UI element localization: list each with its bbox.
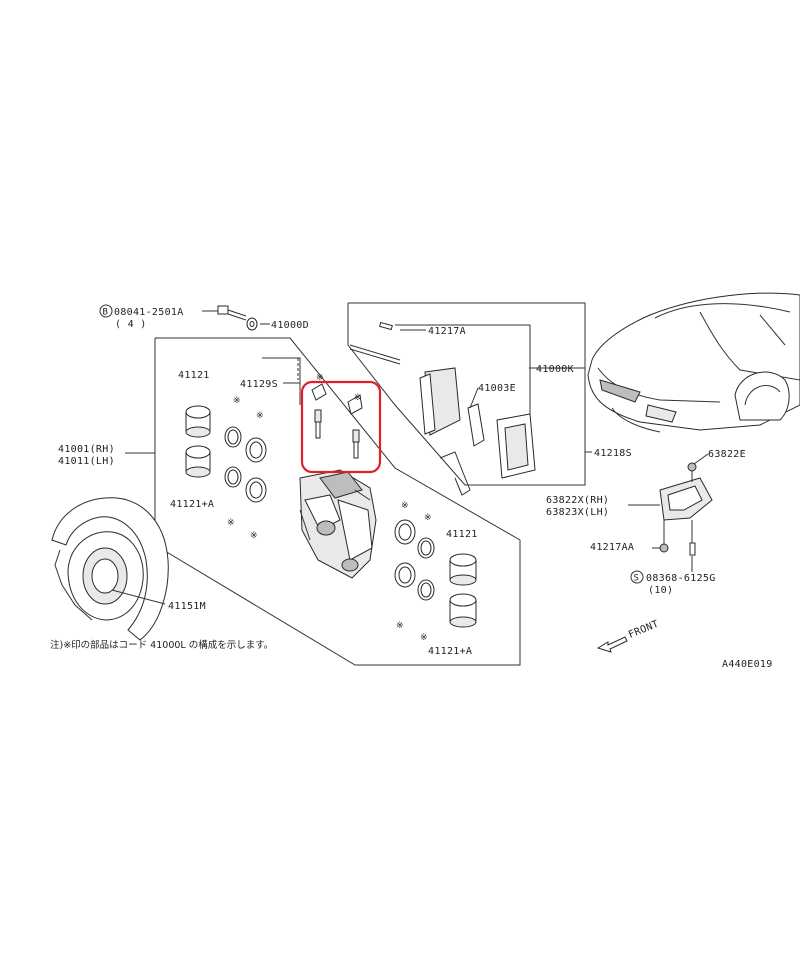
piston-right-bottom: [449, 593, 477, 628]
brake-pad-outer: [419, 367, 461, 436]
label-bolt-qty: ( 4 ): [115, 319, 147, 330]
label-seal-kit-lh: 41011(LH): [58, 456, 115, 467]
label-sensor-cap: 63822E: [708, 449, 746, 460]
label-screw: 08368-6125G: [646, 573, 716, 584]
svg-text:※: ※: [396, 621, 404, 631]
svg-text:B: B: [103, 308, 109, 318]
label-pin: 41217A: [428, 326, 466, 337]
label-kit-s: 41218S: [594, 448, 632, 459]
label-clip: 41217AA: [590, 542, 634, 553]
wear-sensor: [659, 462, 713, 556]
piston-left-top: [185, 405, 211, 438]
label-shim: 41003E: [478, 383, 516, 394]
seal-rings-left: [224, 426, 267, 503]
svg-text:※: ※: [354, 393, 362, 403]
leader-lines: [125, 310, 709, 572]
label-sensor-lh: 63823X(LH): [546, 507, 609, 518]
pad-pin: [349, 321, 401, 365]
caliper-bolt: [217, 305, 247, 321]
pad-spring: [439, 451, 471, 496]
svg-text:S: S: [634, 574, 640, 584]
bleeder-screw-right: [347, 394, 363, 459]
svg-text:※: ※: [401, 501, 409, 511]
label-pad-kit: 41129S: [240, 379, 278, 390]
label-piston-left: 41121: [178, 370, 210, 381]
label-kit-k: 41000K: [536, 364, 574, 375]
seal-rings-right: [394, 519, 435, 601]
label-front: FRONT: [627, 619, 660, 641]
svg-text:※: ※: [316, 373, 324, 383]
dust-shield: [51, 497, 169, 641]
highlight-box: [300, 380, 382, 474]
circle-s-marker: S: [630, 570, 644, 584]
svg-text:※: ※: [424, 513, 432, 523]
svg-text:※: ※: [233, 396, 241, 406]
label-seal-a-left: 41121+A: [170, 499, 214, 510]
label-seal-a-right: 41121+A: [428, 646, 472, 657]
label-sensor-rh: 63822X(RH): [546, 495, 609, 506]
label-seal-kit-rh: 41001(RH): [58, 444, 115, 455]
front-arrow: [596, 636, 628, 653]
car-illustration: [587, 292, 800, 433]
label-bolt: 08041-2501A: [114, 307, 184, 318]
caliper-assembly-frame: [154, 337, 521, 666]
kit-markers: ※ ※ ※ ※ ※ ※ ※ ※ ※ ※: [227, 373, 432, 643]
anti-squeal-shim: [467, 403, 485, 447]
brake-pad-inner: [496, 413, 536, 479]
caliper-body: [299, 469, 377, 579]
circle-b-marker: B: [99, 304, 113, 318]
label-shield: 41151M: [168, 601, 206, 612]
svg-text:※: ※: [256, 411, 264, 421]
piston-right-top: [449, 553, 477, 586]
kit-note: 注)※印の部品はコード 41000L の構成を示します。: [50, 639, 273, 651]
label-piston-right: 41121: [446, 529, 478, 540]
piston-left-bottom: [185, 445, 211, 478]
pad-kit-frame: [347, 302, 586, 486]
svg-text:※: ※: [250, 531, 258, 541]
bleeder-screw-left: [311, 383, 327, 439]
svg-text:※: ※: [227, 518, 235, 528]
washer-41000d: [246, 317, 258, 331]
svg-text:※: ※: [420, 633, 428, 643]
label-screw-qty: (10): [648, 585, 673, 596]
label-washer: 41000D: [271, 320, 309, 331]
diagram-code: A440E019: [722, 659, 773, 670]
